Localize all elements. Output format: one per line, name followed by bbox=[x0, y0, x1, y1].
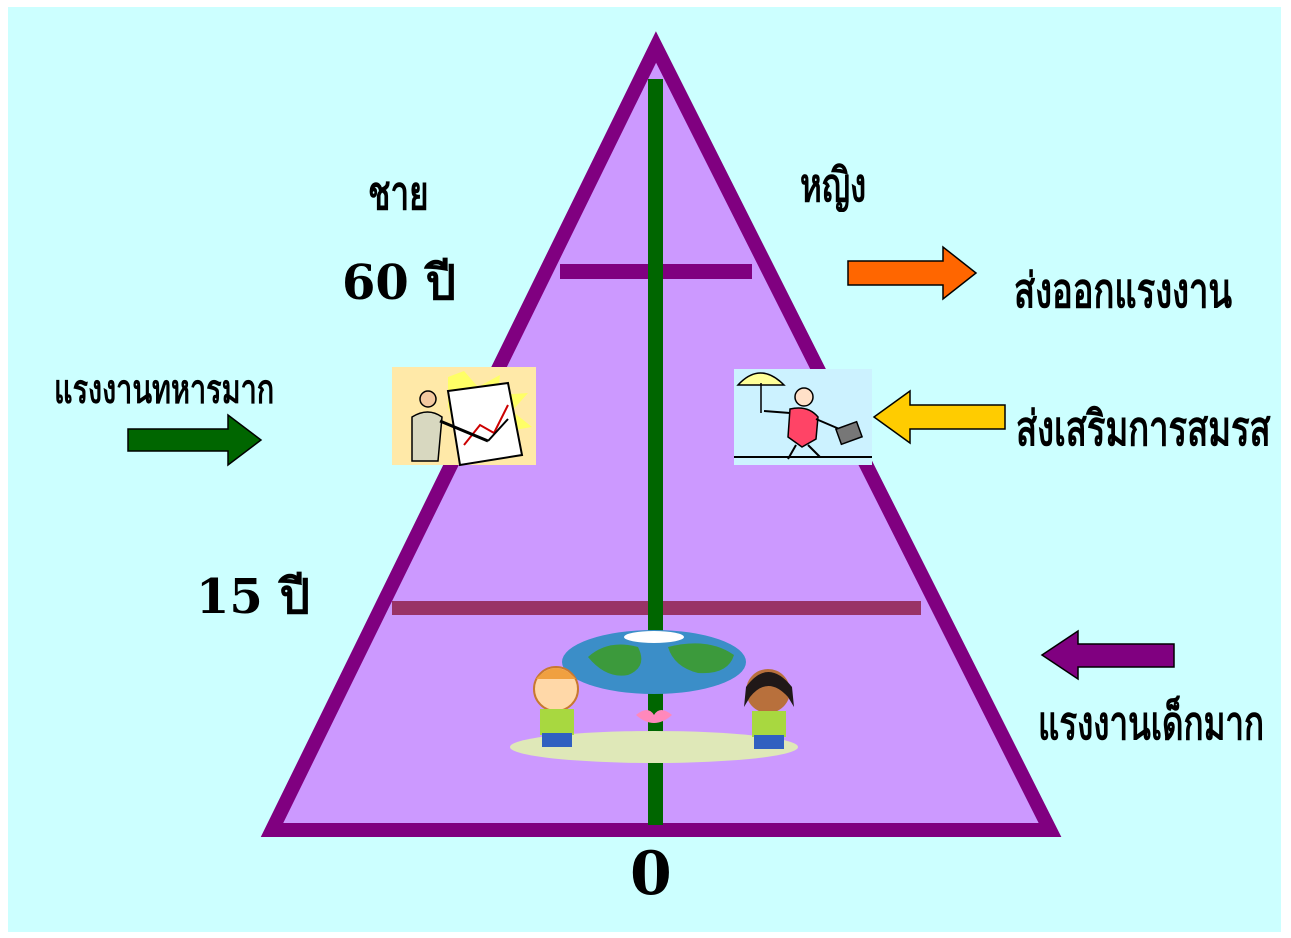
age-60-label: 60 ปี bbox=[342, 255, 456, 311]
population-pyramid bbox=[127, 31, 1175, 837]
export-labor-text: ส่งออกแรงงาน bbox=[1014, 263, 1233, 319]
kids-globe-clipart-icon bbox=[510, 630, 798, 763]
slide-canvas: ชาย หญิง 60 ปี 15 ปี 0 ส่งออกแรงงาน แรงง… bbox=[8, 7, 1281, 932]
woman-umbrella-clipart-icon bbox=[734, 369, 872, 465]
promote-marriage-text: ส่งเสริมการสมรส bbox=[1016, 401, 1271, 457]
arrow-military-labor bbox=[127, 413, 263, 467]
presenter-clipart-icon bbox=[392, 367, 536, 467]
female-label: หญิง bbox=[800, 158, 867, 212]
age-0-label: 0 bbox=[630, 839, 672, 909]
male-label: ชาย bbox=[368, 166, 429, 220]
arrow-child-labor bbox=[1040, 629, 1175, 681]
arrow-promote-marriage bbox=[872, 389, 1006, 445]
military-labor-text: แรงงานทหารมาก bbox=[54, 367, 275, 413]
age-15-label: 15 ปี bbox=[196, 569, 310, 625]
arrow-export-labor bbox=[847, 245, 978, 301]
child-labor-text: แรงงานเด็กมาก bbox=[1038, 696, 1265, 750]
